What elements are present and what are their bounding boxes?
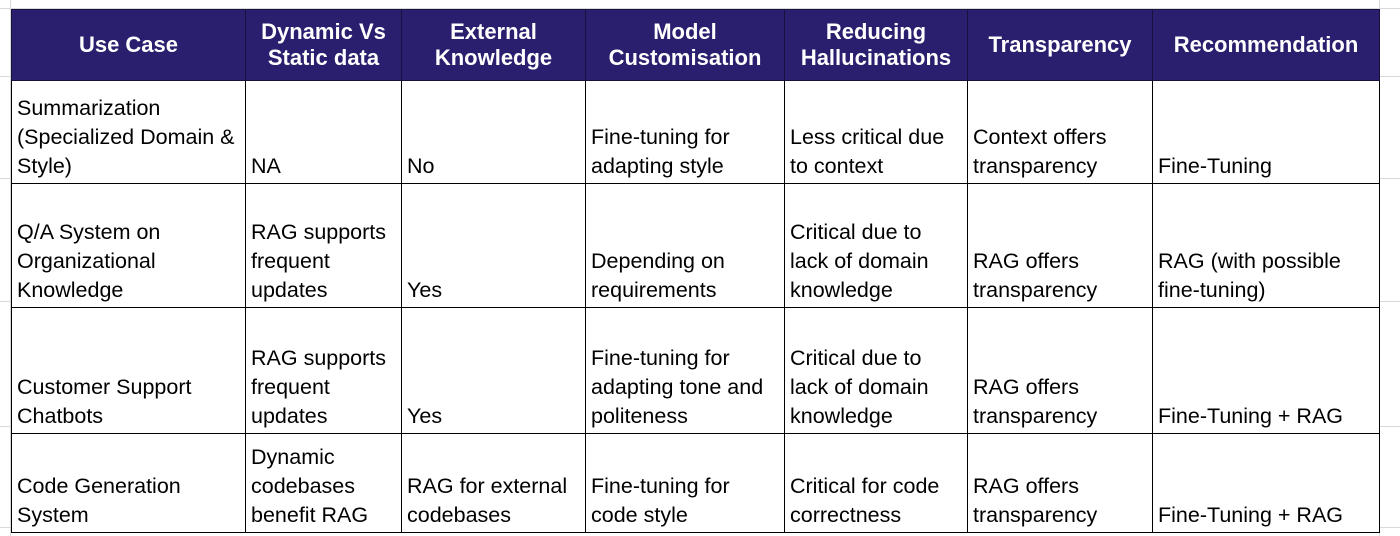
- column-header-use-case[interactable]: Use Case: [11, 9, 246, 81]
- comparison-table-container: Use Case Dynamic Vs Static data External…: [11, 9, 1380, 533]
- column-header-recommendation[interactable]: Recommendation: [1152, 9, 1380, 81]
- column-header-dynamic-vs-static-data[interactable]: Dynamic Vs Static data: [245, 9, 402, 81]
- cell-transparency[interactable]: RAG offers transparency: [967, 183, 1153, 308]
- cell-use-case[interactable]: Code Generation System: [11, 433, 246, 533]
- cell-reducing-hallucinations[interactable]: Less critical due to context: [784, 80, 968, 184]
- cell-recommendation[interactable]: Fine-Tuning + RAG: [1152, 433, 1380, 533]
- cell-model-customisation[interactable]: Depending on requirements: [585, 183, 785, 308]
- cell-recommendation[interactable]: Fine-Tuning + RAG: [1152, 307, 1380, 434]
- cell-use-case[interactable]: Summarization (Specialized Domain & Styl…: [11, 80, 246, 184]
- cell-transparency[interactable]: RAG offers transparency: [967, 307, 1153, 434]
- column-header-reducing-hallucinations[interactable]: Reducing Hallucinations: [784, 9, 968, 81]
- table-row: Customer Support Chatbots RAG supports f…: [11, 307, 1380, 434]
- cell-external-knowledge[interactable]: No: [401, 80, 586, 184]
- column-header-transparency[interactable]: Transparency: [967, 9, 1153, 81]
- cell-transparency[interactable]: RAG offers transparency: [967, 433, 1153, 533]
- cell-dynamic-vs-static[interactable]: NA: [245, 80, 402, 184]
- cell-external-knowledge[interactable]: Yes: [401, 183, 586, 308]
- cell-reducing-hallucinations[interactable]: Critical due to lack of domain knowledge: [784, 307, 968, 434]
- cell-recommendation[interactable]: RAG (with possible fine-tuning): [1152, 183, 1380, 308]
- cell-dynamic-vs-static[interactable]: Dynamic codebases benefit RAG: [245, 433, 402, 533]
- table-row: Summarization (Specialized Domain & Styl…: [11, 80, 1380, 184]
- cell-use-case[interactable]: Customer Support Chatbots: [11, 307, 246, 434]
- cell-reducing-hallucinations[interactable]: Critical due to lack of domain knowledge: [784, 183, 968, 308]
- cell-use-case[interactable]: Q/A System on Organizational Knowledge: [11, 183, 246, 308]
- cell-dynamic-vs-static[interactable]: RAG supports frequent updates: [245, 307, 402, 434]
- column-header-model-customisation[interactable]: Model Customisation: [585, 9, 785, 81]
- cell-recommendation[interactable]: Fine-Tuning: [1152, 80, 1380, 184]
- cell-dynamic-vs-static[interactable]: RAG supports frequent updates: [245, 183, 402, 308]
- use-case-comparison-table: Use Case Dynamic Vs Static data External…: [11, 9, 1380, 533]
- cell-external-knowledge[interactable]: RAG for external codebases: [401, 433, 586, 533]
- table-row: Code Generation System Dynamic codebases…: [11, 433, 1380, 533]
- cell-reducing-hallucinations[interactable]: Critical for code correctness: [784, 433, 968, 533]
- cell-model-customisation[interactable]: Fine-tuning for adapting tone and polite…: [585, 307, 785, 434]
- cell-external-knowledge[interactable]: Yes: [401, 307, 586, 434]
- cell-model-customisation[interactable]: Fine-tuning for code style: [585, 433, 785, 533]
- table-header-row: Use Case Dynamic Vs Static data External…: [11, 9, 1380, 81]
- table-row: Q/A System on Organizational Knowledge R…: [11, 183, 1380, 308]
- cell-transparency[interactable]: Context offers transparency: [967, 80, 1153, 184]
- cell-model-customisation[interactable]: Fine-tuning for adapting style: [585, 80, 785, 184]
- column-header-external-knowledge[interactable]: External Knowledge: [401, 9, 586, 81]
